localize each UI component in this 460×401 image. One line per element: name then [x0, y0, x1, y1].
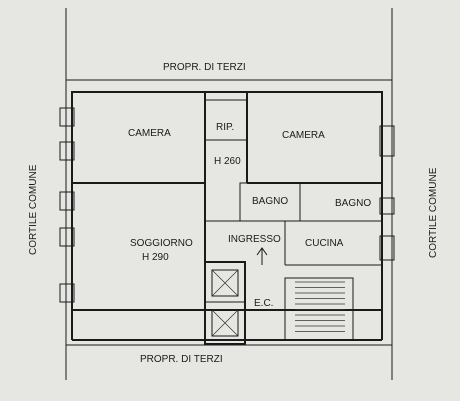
right-courtyard-label: CORTILE COMUNE: [428, 167, 439, 258]
room-cucina: CUCINA: [305, 238, 344, 249]
room-bagno-right: BAGNO: [335, 198, 371, 209]
room-rip: RIP.: [216, 122, 234, 133]
room-ingresso: INGRESSO: [228, 234, 281, 245]
left-courtyard-label: CORTILE COMUNE: [28, 164, 39, 255]
top-neighbor-label: PROPR. DI TERZI: [163, 62, 246, 73]
windows: [59, 107, 395, 303]
entry-arrow: [256, 247, 268, 265]
room-bagno-left: BAGNO: [252, 196, 288, 207]
room-soggiorno: SOGGIORNO: [130, 238, 193, 249]
room-camera-left: CAMERA: [128, 128, 171, 139]
interior-walls: [72, 92, 383, 345]
bottom-neighbor-label: PROPR. DI TERZI: [140, 354, 223, 365]
stairs: [295, 281, 345, 332]
elevator-shafts: [211, 269, 239, 337]
room-camera-right: CAMERA: [282, 130, 325, 141]
room-ec: E.C.: [254, 298, 273, 309]
height-290: H 290: [142, 252, 169, 263]
height-260: H 260: [214, 156, 241, 167]
